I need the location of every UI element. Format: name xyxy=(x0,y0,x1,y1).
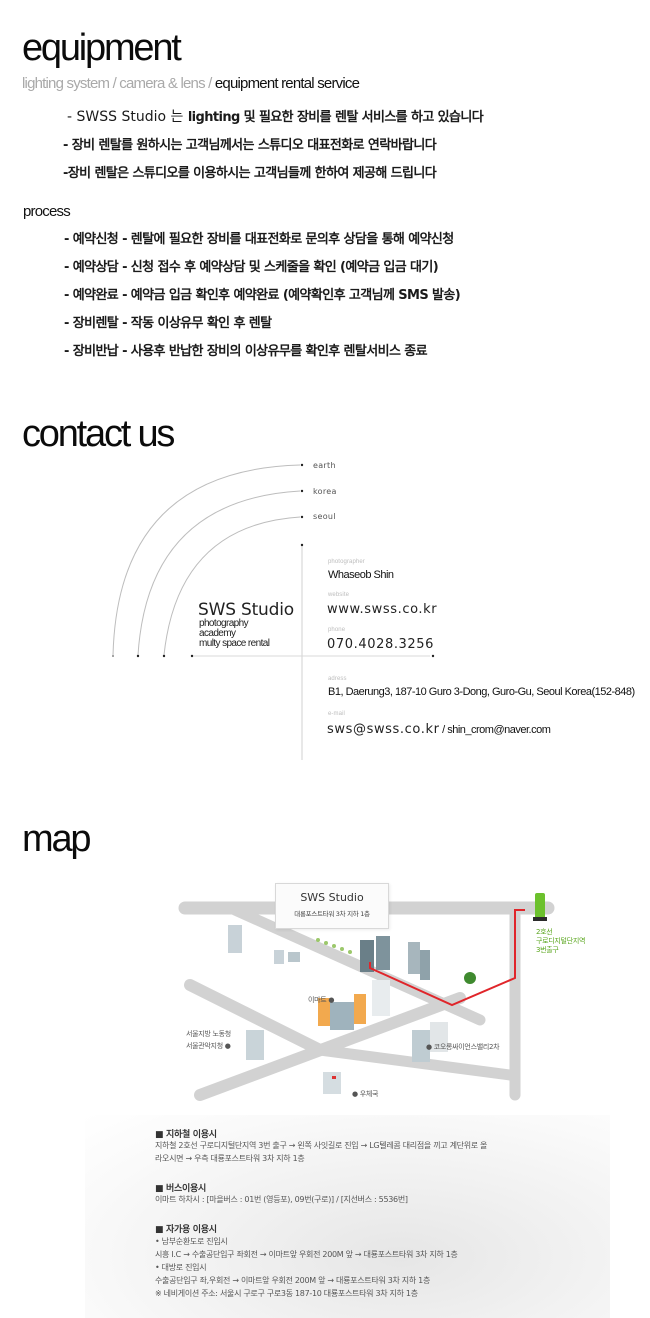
studio-tagline-3: multy space rental xyxy=(199,638,270,649)
phone-number: 070.4028.3256 xyxy=(327,637,435,652)
subway-directions-line-2: 라오시면 → 우측 대룡포스트타워 3차 지하 1층 xyxy=(155,1154,305,1163)
equipment-subtitle: lighting system / camera & lens / equipm… xyxy=(22,75,360,92)
intro-line-1-rest: lighting 및 필요한 장비를 렌탈 서비스를 하고 있습니다 xyxy=(187,110,484,125)
studio-callout: SWS Studio 대룡포스트타워 3차 지하 1층 xyxy=(275,883,389,929)
process-title: process xyxy=(23,203,71,220)
subway-line: 2호선 xyxy=(536,928,553,936)
arc-label-seoul: seoul xyxy=(313,512,336,521)
callout-subtitle: 대룡포스트타워 3차 지하 1층 xyxy=(294,910,370,918)
car-directions-heading: ■ 자가용 이용시 xyxy=(155,1225,217,1235)
map-title: map xyxy=(22,818,92,860)
car-directions-line-1: • 남부순환도로 진입시 xyxy=(155,1237,228,1246)
process-step-4: - 장비렌탈 - 작동 이상유무 확인 후 렌탈 xyxy=(64,316,272,331)
landmark-post-office: ● 우체국 xyxy=(352,1090,379,1098)
process-step-3: - 예약완료 - 예약금 입금 확인후 예약완료 (예약확인후 고객님께 SMS… xyxy=(64,288,461,303)
arc-label-korea: korea xyxy=(313,487,337,496)
studio-tagline-1: photography xyxy=(199,618,249,629)
website-link[interactable]: www.swss.co.kr xyxy=(327,602,438,617)
landmark-labor-office-1: 서울지방 노동청 xyxy=(186,1030,231,1038)
subway-directions-line-1: 지하철 2호선 구로디지털단지역 3번 출구 → 왼쪽 사잇길로 진입 → LG… xyxy=(155,1141,488,1150)
photographer-label: photographer xyxy=(328,559,365,565)
bus-directions-heading: ■ 버스이용시 xyxy=(155,1184,206,1194)
process-step-2: - 예약상담 - 신청 접수 후 예약상담 및 스케줄을 확인 (예약금 입금 … xyxy=(64,260,439,275)
landmark-labor-office-2: 서울관악지청 ● xyxy=(186,1042,231,1050)
equipment-title: equipment xyxy=(22,27,182,69)
website-label: website xyxy=(328,592,350,598)
subway-exit-label: 2호선 구로디지털단지역 3번출구 xyxy=(536,928,585,955)
email-secondary-link[interactable]: / shin_crom@naver.com xyxy=(439,724,551,736)
address-label: adress xyxy=(328,676,347,682)
car-directions-line-4: 수출공단입구 좌,우회전 → 이마트앞 우회전 200M 앞 → 대룡포스트타워… xyxy=(155,1276,431,1285)
contact-arc-diagram xyxy=(112,463,435,760)
landmark-kolon: ● 코오롱싸이언스밸리2차 xyxy=(426,1043,500,1051)
intro-line-1-prefix: - SWSS Studio 는 xyxy=(67,109,188,125)
callout-title: SWS Studio xyxy=(300,891,364,904)
email-label: e-mail xyxy=(328,711,345,717)
landmark-emart: 이마트 ● xyxy=(308,996,335,1004)
studio-name: SWS Studio xyxy=(198,600,294,620)
subway-station: 구로디지털단지역 xyxy=(536,937,586,945)
phone-label: phone xyxy=(328,627,346,633)
email-row: sws@swss.co.kr / shin_crom@naver.com xyxy=(327,720,551,738)
address-value: B1, Daerung3, 187-10 Guro 3-Dong, Guro-G… xyxy=(328,686,635,698)
car-directions-line-5: ※ 네비게이션 주소: 서울시 구로구 구로3동 187-10 대룡포스트타워 … xyxy=(155,1289,418,1298)
contact-title: contact us xyxy=(22,413,175,455)
studio-tagline-2: academy xyxy=(199,628,236,639)
car-directions-line-3: • 대방로 진입시 xyxy=(155,1263,207,1272)
car-directions-line-2: 시흥 I.C → 수출공단입구 좌회전 → 이마트앞 우회전 200M 앞 → … xyxy=(155,1250,458,1259)
process-step-5: - 장비반납 - 사용후 반납한 장비의 이상유무를 확인후 렌탈서비스 종료 xyxy=(64,344,428,359)
photographer-name: Whaseob Shin xyxy=(328,569,394,581)
intro-line-3: -장비 렌탈은 스튜디오를 이용하시는 고객님들께 한하여 제공해 드립니다 xyxy=(63,166,437,181)
intro-line-1: - SWSS Studio 는 lighting 및 필요한 장비를 렌탈 서비… xyxy=(67,106,484,126)
subtitle-muted: lighting system / camera & lens / xyxy=(22,75,215,92)
subtitle-strong: equipment rental service xyxy=(214,75,360,92)
intro-line-2: - 장비 렌탈를 원하시는 고객님께서는 스튜디오 대표전화로 연락바랍니다 xyxy=(63,138,437,153)
arc-label-earth: earth xyxy=(313,461,336,470)
directions-background xyxy=(85,1115,610,1318)
subway-exit: 3번출구 xyxy=(536,946,559,954)
subway-directions-heading: ■ 지하철 이용시 xyxy=(155,1130,217,1140)
process-step-1: - 예약신청 - 렌탈에 필요한 장비를 대표전화로 문의후 상담을 통해 예약… xyxy=(64,232,454,247)
bus-directions-line-1: 이마트 하차시 : [마을버스 : 01번 (영등포), 09번(구로)] / … xyxy=(155,1195,408,1204)
email-primary-link[interactable]: sws@swss.co.kr xyxy=(327,722,440,737)
